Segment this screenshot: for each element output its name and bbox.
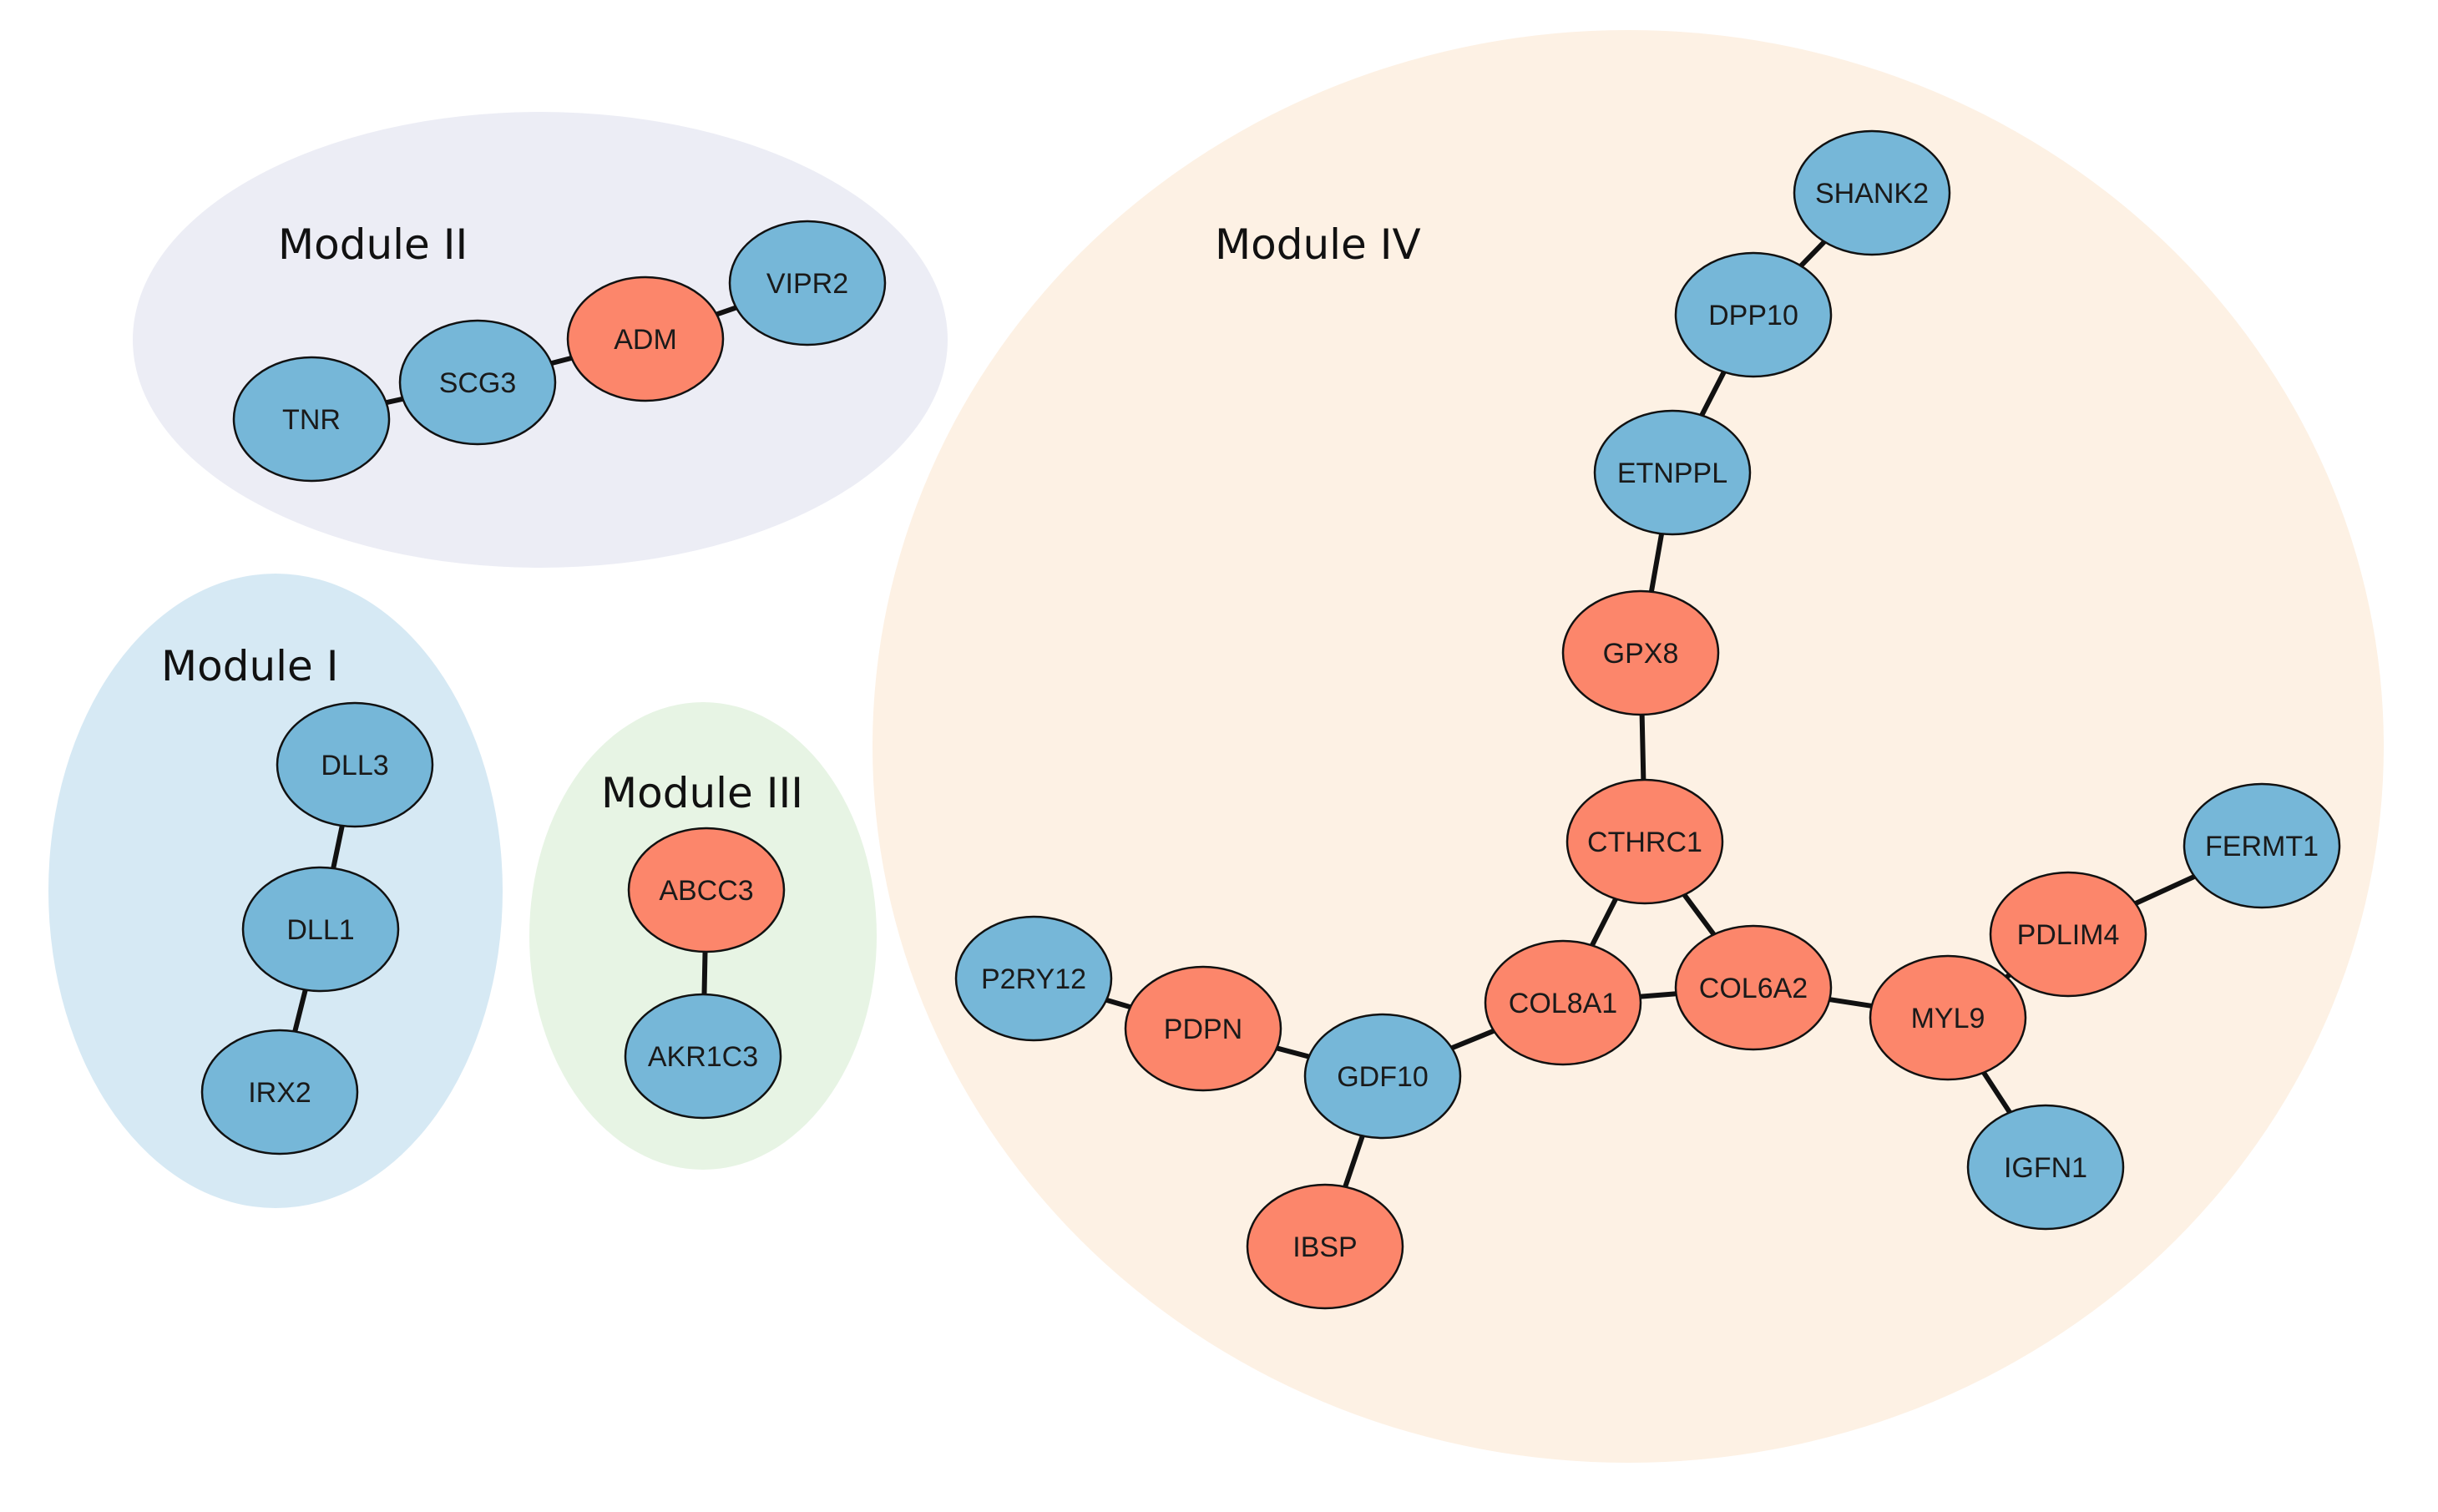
module-title-m4: Module IV — [1215, 220, 1421, 269]
node-ellipse — [1561, 589, 1720, 716]
gene-node-col6a2[interactable]: COL6A2 — [1674, 924, 1833, 1051]
node-label: VIPR2 — [766, 268, 848, 300]
node-label: SCG3 — [439, 367, 517, 399]
node-label: PDLIM4 — [2017, 919, 2120, 951]
gene-node-dll3[interactable]: DLL3 — [276, 701, 434, 828]
node-label: GDF10 — [1337, 1061, 1429, 1093]
node-label: IRX2 — [248, 1077, 311, 1109]
gene-node-akr1c3[interactable]: AKR1C3 — [624, 993, 782, 1120]
gene-node-irx2[interactable]: IRX2 — [200, 1029, 359, 1155]
node-label: CTHRC1 — [1587, 827, 1702, 858]
gene-node-cthrc1[interactable]: CTHRC1 — [1565, 778, 1724, 905]
gene-node-igfn1[interactable]: IGFN1 — [1966, 1104, 2125, 1231]
gene-node-dpp10[interactable]: DPP10 — [1674, 251, 1833, 378]
gene-node-vipr2[interactable]: VIPR2 — [728, 220, 887, 346]
module-title-m2: Module II — [278, 220, 468, 269]
node-ellipse — [1303, 1013, 1462, 1140]
gene-node-col8a1[interactable]: COL8A1 — [1484, 939, 1642, 1066]
module-title-m3: Module III — [601, 769, 803, 817]
node-label: FERMT1 — [2205, 831, 2319, 862]
module-title-m1: Module I — [161, 642, 338, 690]
node-ellipse — [624, 993, 782, 1120]
gene-node-p2ry12[interactable]: P2RY12 — [954, 915, 1113, 1042]
node-ellipse — [728, 220, 887, 346]
node-label: MYL9 — [1911, 1003, 1985, 1034]
node-ellipse — [1989, 871, 2147, 998]
gene-node-fermt1[interactable]: FERMT1 — [2183, 782, 2341, 909]
gene-node-abcc3[interactable]: ABCC3 — [627, 827, 786, 953]
node-label: ETNPPL — [1617, 458, 1727, 489]
module-region-m4 — [873, 30, 2384, 1463]
gene-node-pdlim4[interactable]: PDLIM4 — [1989, 871, 2147, 998]
node-label: TNR — [282, 404, 341, 436]
node-ellipse — [200, 1029, 359, 1155]
node-label: AKR1C3 — [648, 1041, 758, 1073]
node-label: ABCC3 — [659, 875, 753, 907]
node-ellipse — [1593, 409, 1752, 536]
gene-node-etnppl[interactable]: ETNPPL — [1593, 409, 1752, 536]
node-ellipse — [2183, 782, 2341, 909]
module-titles: Module II Module I Module III Module IV — [161, 220, 1421, 817]
node-ellipse — [1124, 965, 1282, 1092]
gene-node-ibsp[interactable]: IBSP — [1246, 1183, 1404, 1310]
node-label: SHANK2 — [1815, 178, 1929, 210]
node-ellipse — [276, 701, 434, 828]
node-label: ADM — [614, 324, 677, 356]
node-ellipse — [1674, 251, 1833, 378]
node-ellipse — [232, 356, 391, 483]
node-label: IBSP — [1292, 1231, 1357, 1263]
node-label: P2RY12 — [981, 963, 1086, 995]
gene-node-adm[interactable]: ADM — [566, 276, 725, 402]
node-label: IGFN1 — [2004, 1152, 2087, 1184]
node-ellipse — [1674, 924, 1833, 1051]
gene-node-gdf10[interactable]: GDF10 — [1303, 1013, 1462, 1140]
gene-node-gpx8[interactable]: GPX8 — [1561, 589, 1720, 716]
gene-node-shank2[interactable]: SHANK2 — [1793, 129, 1951, 256]
node-ellipse — [1869, 954, 2027, 1081]
node-label: DPP10 — [1708, 300, 1798, 331]
node-ellipse — [954, 915, 1113, 1042]
node-label: GPX8 — [1603, 638, 1679, 670]
node-ellipse — [1246, 1183, 1404, 1310]
node-label: DLL3 — [321, 750, 388, 781]
node-ellipse — [398, 319, 557, 446]
node-ellipse — [1793, 129, 1951, 256]
node-ellipse — [241, 866, 400, 993]
node-label: COL6A2 — [1699, 973, 1808, 1004]
node-label: DLL1 — [286, 914, 354, 946]
node-ellipse — [1484, 939, 1642, 1066]
node-label: COL8A1 — [1509, 988, 1617, 1019]
node-ellipse — [566, 276, 725, 402]
gene-node-pdpn[interactable]: PDPN — [1124, 965, 1282, 1092]
node-ellipse — [1565, 778, 1724, 905]
node-ellipse — [627, 827, 786, 953]
gene-node-dll1[interactable]: DLL1 — [241, 866, 400, 993]
gene-node-myl9[interactable]: MYL9 — [1869, 954, 2027, 1081]
node-ellipse — [1966, 1104, 2125, 1231]
gene-node-tnr[interactable]: TNR — [232, 356, 391, 483]
node-label: PDPN — [1164, 1014, 1242, 1045]
gene-node-scg3[interactable]: SCG3 — [398, 319, 557, 446]
